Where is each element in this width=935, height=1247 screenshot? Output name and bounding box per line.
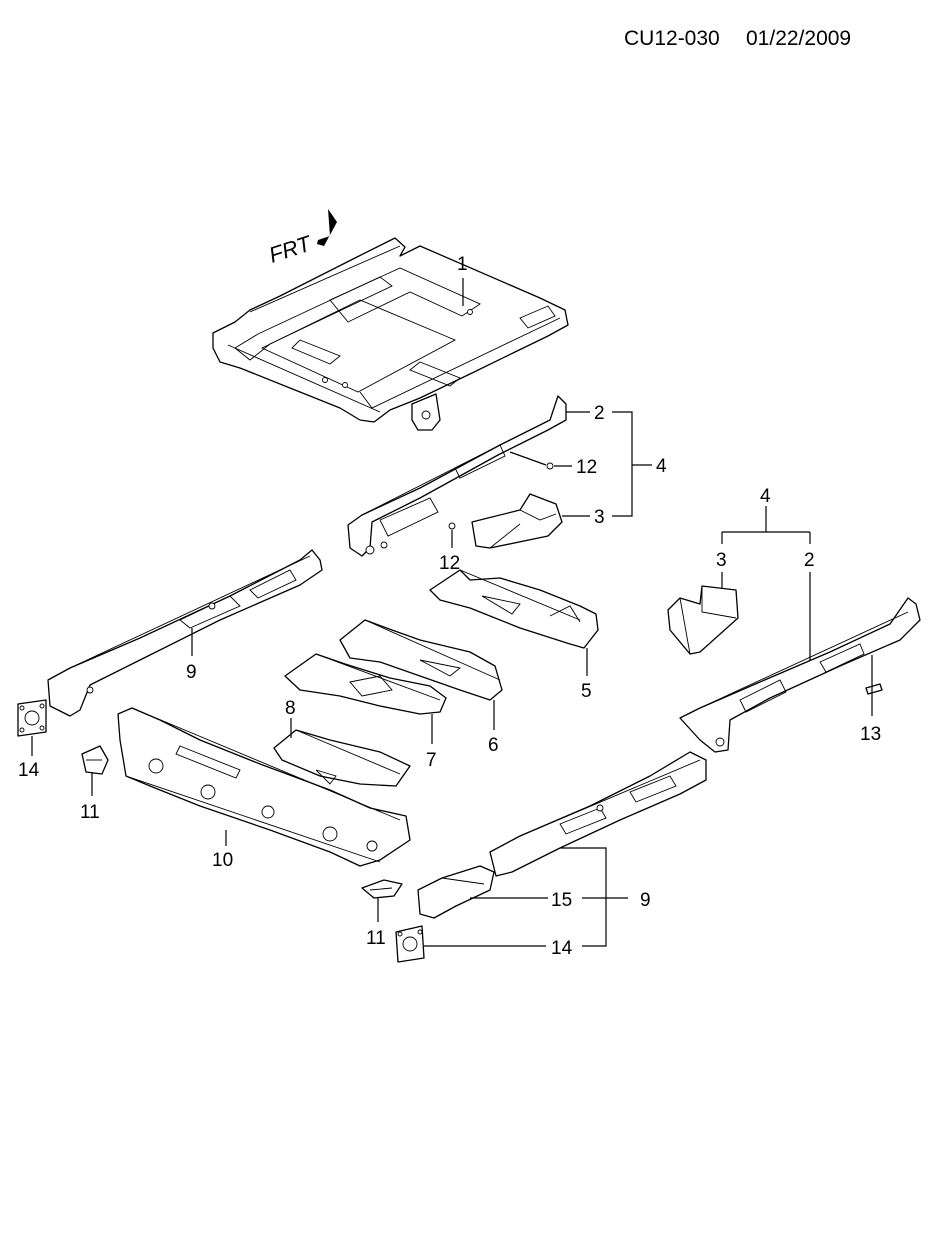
part-6-panel (339, 619, 503, 701)
callout-14-center: 14 (551, 938, 573, 959)
callout-12-upper: 12 (576, 457, 597, 478)
callout-14-left: 14 (18, 760, 40, 781)
part-15-reinforcement (417, 865, 495, 919)
callout-11-center: 11 (366, 928, 386, 949)
part-10-rear-crossmember (117, 707, 411, 867)
part-2-upper-rail (347, 395, 567, 557)
callout-4-upper: 4 (656, 456, 667, 477)
callout-3-upper: 3 (594, 507, 605, 528)
part-5-crossmember (429, 569, 599, 649)
diagram-date: 01/22/2009 (746, 27, 851, 50)
callout-15: 15 (551, 890, 572, 911)
front-arrow-icon (317, 209, 337, 246)
part-14-center-plate (395, 925, 425, 963)
part-7-panel (284, 653, 447, 715)
callout-9-left: 9 (186, 662, 197, 683)
callout-9-right: 9 (640, 890, 651, 911)
callout-12-lower: 12 (439, 553, 460, 574)
part-9-right-rail (489, 751, 707, 877)
front-direction-indicator: FRT (266, 209, 337, 268)
callout-13: 13 (860, 724, 881, 745)
part-9-left-rail (47, 549, 323, 717)
callout-5: 5 (581, 681, 592, 702)
part-11-left-bracket (81, 745, 109, 775)
part-12-upper-bolt (546, 462, 554, 470)
callout-2-right: 2 (804, 550, 815, 571)
part-1-seat-frame-assembly (212, 237, 569, 431)
part-12-lower-bolt (448, 522, 456, 530)
callout-6: 6 (488, 735, 499, 756)
callout-3-right: 3 (716, 550, 727, 571)
callout-4-right: 4 (760, 486, 771, 507)
callout-8: 8 (285, 698, 296, 719)
part-3-upper-bracket (471, 493, 563, 549)
callout-10: 10 (212, 850, 233, 871)
part-3-right-bracket (667, 585, 739, 655)
callout-2-upper: 2 (594, 403, 605, 424)
part-11-center-bracket (361, 879, 403, 899)
part-2-right-rail (679, 597, 921, 753)
part-14-left-plate (17, 699, 47, 737)
part-13-clip (865, 683, 883, 695)
diagram-code: CU12-030 (624, 27, 720, 50)
part-8-panel (273, 729, 411, 787)
callout-11-left: 11 (80, 802, 100, 823)
front-direction-label: FRT (266, 230, 316, 267)
callout-1: 1 (457, 254, 468, 275)
callout-7: 7 (426, 750, 437, 771)
